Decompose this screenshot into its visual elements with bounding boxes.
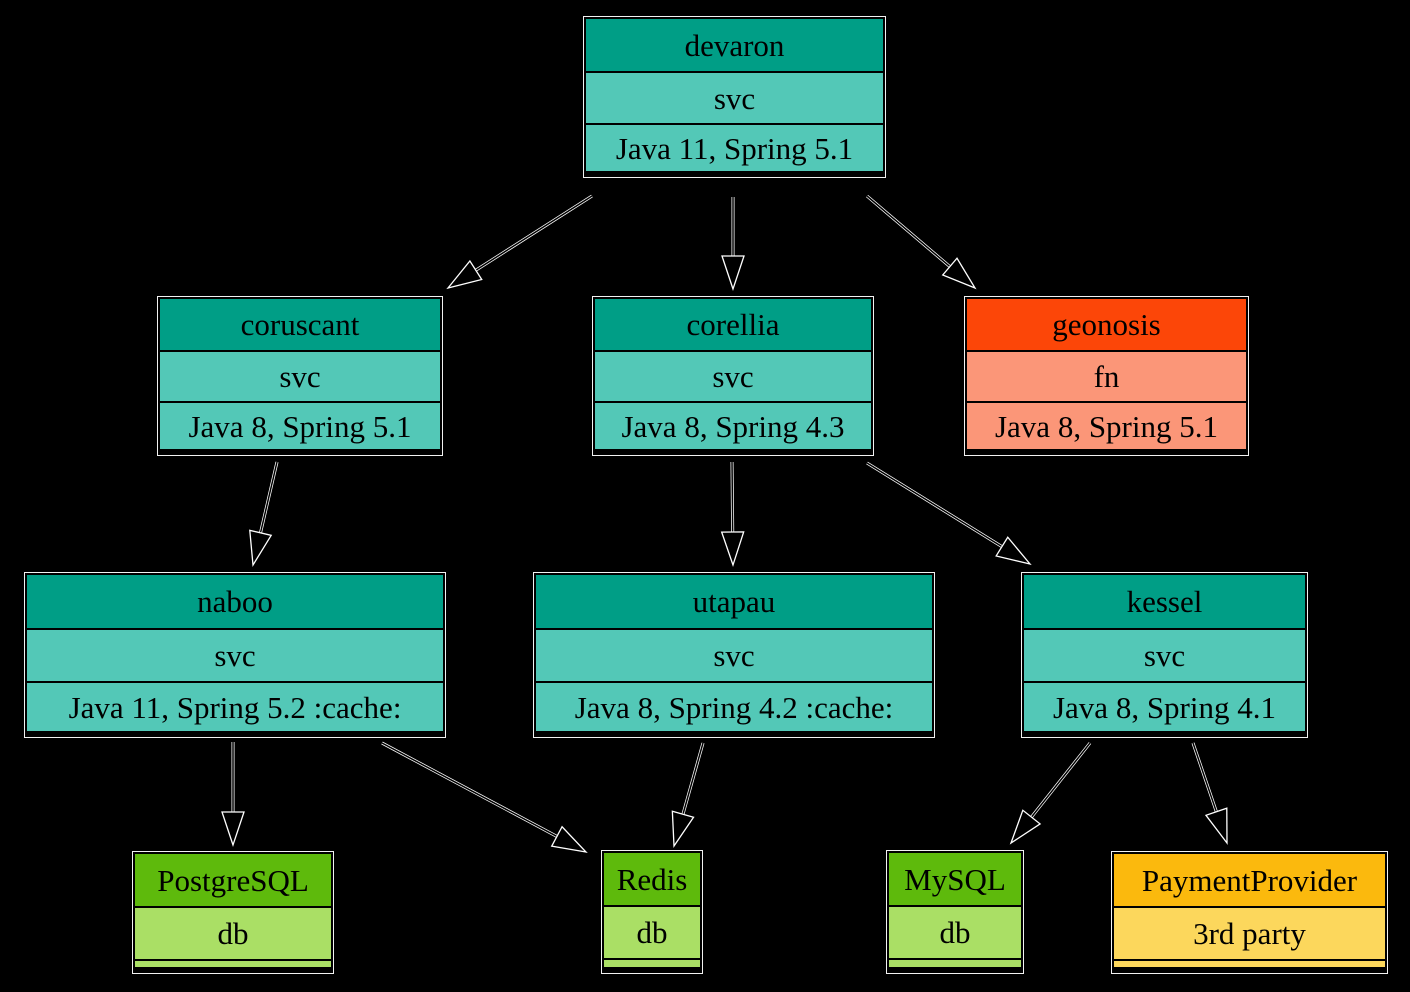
node-kind: db <box>889 905 1021 958</box>
diagram-node-corellia: corellia svc Java 8, Spring 4.3 <box>593 297 873 455</box>
diagram-node-postgresql: PostgreSQL db <box>133 852 333 973</box>
node-tech <box>604 958 700 967</box>
node-kind: fn <box>967 350 1246 401</box>
node-title: utapau <box>536 575 932 628</box>
diagram-node-utapau: utapau svc Java 8, Spring 4.2 :cache: <box>534 573 934 737</box>
node-title: geonosis <box>967 299 1246 350</box>
node-title: PostgreSQL <box>135 854 331 906</box>
diagram-node-naboo: naboo svc Java 11, Spring 5.2 :cache: <box>25 573 445 737</box>
edge-corellia-kessel <box>866 461 1032 566</box>
node-kind: svc <box>586 71 883 123</box>
node-tech: Java 8, Spring 4.3 <box>595 401 871 449</box>
diagram-node-devaron: devaron svc Java 11, Spring 5.1 <box>584 17 885 177</box>
diagram-node-mysql: MySQL db <box>887 851 1023 973</box>
node-title: Redis <box>604 853 700 905</box>
node-kind: db <box>604 905 700 958</box>
node-tech: Java 11, Spring 5.2 :cache: <box>27 681 443 731</box>
node-title: devaron <box>586 19 883 71</box>
node-tech <box>1114 959 1385 967</box>
edge-kessel-mysql <box>1009 742 1092 845</box>
node-title: PaymentProvider <box>1114 854 1385 906</box>
node-title: corellia <box>595 299 871 350</box>
node-tech <box>889 958 1021 967</box>
edge-utapau-redis <box>671 742 705 848</box>
node-kind: svc <box>27 628 443 681</box>
node-title: coruscant <box>160 299 440 350</box>
diagram-node-coruscant: coruscant svc Java 8, Spring 5.1 <box>158 297 442 455</box>
edge-devaron-geonosis <box>866 194 977 290</box>
node-kind: db <box>135 906 331 959</box>
edge-devaron-corellia <box>721 197 745 292</box>
node-tech: Java 8, Spring 5.1 <box>967 401 1246 449</box>
node-tech <box>135 959 331 967</box>
edge-naboo-postgresql <box>221 742 245 848</box>
node-tech: Java 8, Spring 4.2 :cache: <box>536 681 932 731</box>
node-title: naboo <box>27 575 443 628</box>
node-tech: Java 8, Spring 5.1 <box>160 401 440 449</box>
edge-coruscant-naboo <box>249 461 279 568</box>
diagram-node-paymentprovider: PaymentProvider 3rd party <box>1112 852 1387 973</box>
node-title: kessel <box>1024 575 1305 628</box>
node-kind: svc <box>536 628 932 681</box>
edge-devaron-coruscant <box>446 194 593 290</box>
node-tech: Java 11, Spring 5.1 <box>586 123 883 171</box>
edge-naboo-redis <box>381 741 588 853</box>
diagram-node-kessel: kessel svc Java 8, Spring 4.1 <box>1022 573 1307 737</box>
diagram-node-geonosis: geonosis fn Java 8, Spring 5.1 <box>965 297 1248 455</box>
edge-kessel-paymentprovider <box>1191 742 1228 845</box>
node-kind: 3rd party <box>1114 906 1385 959</box>
node-kind: svc <box>160 350 440 401</box>
node-tech: Java 8, Spring 4.1 <box>1024 681 1305 731</box>
diagram-node-redis: Redis db <box>602 851 702 973</box>
node-title: MySQL <box>889 853 1021 905</box>
node-kind: svc <box>595 350 871 401</box>
node-kind: svc <box>1024 628 1305 681</box>
edge-corellia-utapau <box>720 461 745 568</box>
